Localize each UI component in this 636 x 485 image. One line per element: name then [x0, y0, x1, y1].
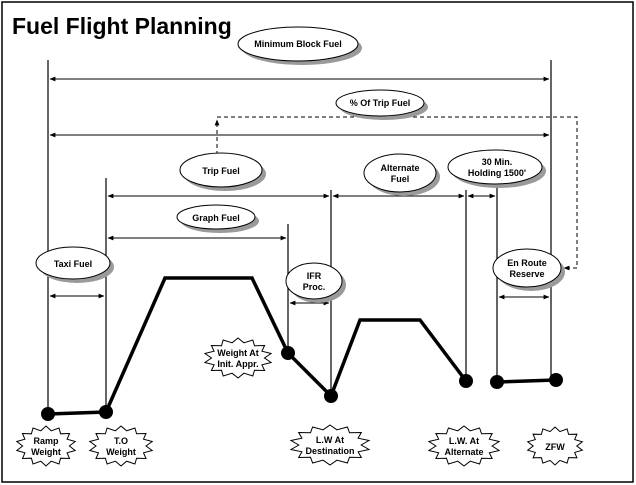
lw-destination-label-text: Destination — [305, 446, 354, 456]
holding-end-dot — [490, 375, 504, 389]
svg-text:Taxi Fuel: Taxi Fuel — [54, 259, 92, 269]
svg-text:Alternate: Alternate — [380, 163, 419, 173]
zfw-label-starburst — [526, 426, 584, 466]
svg-text:Holding 1500': Holding 1500' — [468, 168, 526, 178]
lw-alternate-label-text: Alternate — [444, 447, 483, 457]
ifr-proc-label: IFR Proc. — [285, 262, 346, 303]
zfw-label: ZFW — [526, 426, 584, 466]
ramp-weight-dot — [41, 407, 55, 421]
trip-fuel-label: Trip Fuel — [179, 152, 266, 191]
takeoff-weight-label-starburst — [88, 425, 154, 467]
lw-alternate-label-text: L.W. At — [449, 436, 479, 446]
svg-text:% Of Trip Fuel: % Of Trip Fuel — [350, 98, 411, 108]
ramp-weight-label-starburst — [15, 425, 77, 467]
alternate-fuel-label: Alternate Fuel — [363, 153, 440, 196]
en-route-reserve-dashed-link — [217, 116, 578, 271]
lw-destination-label-starburst — [289, 424, 371, 466]
svg-text:En Route: En Route — [507, 258, 547, 268]
en-route-reserve-label: En Route Reserve — [492, 248, 565, 291]
alternate-dot — [459, 374, 473, 388]
pct-trip-fuel-label: % Of Trip Fuel — [335, 89, 428, 120]
lw-alternate-label-starburst — [427, 425, 501, 467]
lw-destination-label-text: L.W At — [316, 435, 344, 445]
takeoff-weight-dot — [99, 405, 113, 419]
svg-text:IFR: IFR — [307, 271, 322, 281]
svg-text:Fuel: Fuel — [391, 174, 410, 184]
ramp-weight-label-text: Weight — [31, 447, 61, 457]
svg-text:Proc.: Proc. — [303, 282, 326, 292]
svg-text:Minimum Block Fuel: Minimum Block Fuel — [254, 39, 342, 49]
svg-text:Trip Fuel: Trip Fuel — [202, 166, 240, 176]
weight-init-appr-label-text: Weight At — [217, 348, 259, 358]
svg-text:30 Min.: 30 Min. — [482, 157, 513, 167]
destination-dot — [324, 389, 338, 403]
weight-init-appr-label-text: Init. Appr. — [217, 359, 258, 369]
svg-text:Graph Fuel: Graph Fuel — [192, 213, 240, 223]
weight-init-appr-label-starburst — [203, 337, 273, 379]
zfw-label-text: ZFW — [545, 442, 565, 452]
ramp-weight-label-text: Ramp — [33, 436, 59, 446]
graph-fuel-label: Graph Fuel — [176, 204, 259, 233]
reserve-profile-line — [496, 378, 557, 384]
zfw-dot — [549, 373, 563, 387]
page-title: Fuel Flight Planning — [12, 13, 232, 39]
svg-text:Reserve: Reserve — [509, 269, 544, 279]
takeoff-weight-label-text: T.O — [114, 436, 128, 446]
init-approach-dot — [281, 346, 295, 360]
minimum-block-fuel-label: Minimum Block Fuel — [237, 26, 362, 65]
taxi-fuel-label: Taxi Fuel — [35, 246, 114, 283]
holding-label: 30 Min. Holding 1500' — [447, 149, 546, 188]
takeoff-weight-label-text: Weight — [106, 447, 136, 457]
